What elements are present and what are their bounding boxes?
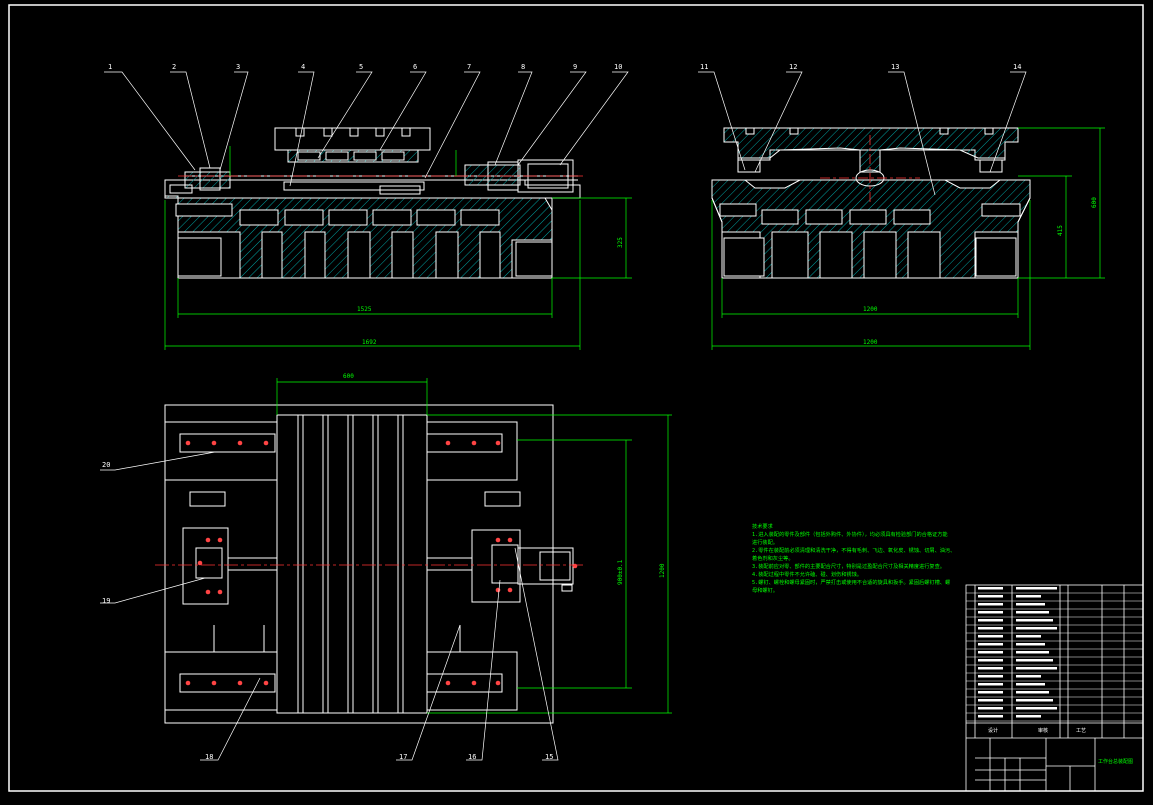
dim-side-height-overall: 600	[1091, 197, 1098, 208]
dim-side-overall-width: 1200	[863, 339, 878, 346]
parts-list-entry	[1016, 619, 1053, 622]
part-label-10: 10	[614, 63, 623, 71]
parts-list-entry	[978, 635, 1003, 638]
dim-side-inner-width: 1200	[863, 306, 878, 313]
part-label-19: 19	[102, 597, 111, 605]
part-label-4: 4	[301, 63, 306, 71]
part-label-8: 8	[521, 63, 526, 71]
dim-side-height-inner: 415	[1057, 225, 1064, 236]
parts-list-entry	[978, 643, 1003, 646]
plan-fasteners	[185, 440, 578, 686]
note-line: 母和螺钉。	[752, 588, 778, 594]
part-label-13: 13	[891, 63, 900, 71]
dim-plan-rail-spacing: 900±0.1	[617, 559, 624, 585]
part-label-12: 12	[789, 63, 798, 71]
parts-list-entry	[1016, 667, 1057, 670]
tb-cell-process: 工艺	[1076, 728, 1087, 734]
parts-list-entry	[978, 627, 1003, 630]
parts-list-entry	[1016, 635, 1041, 638]
parts-list-entry	[1016, 611, 1049, 614]
parts-list-entry	[978, 691, 1003, 694]
parts-list-entry	[978, 611, 1003, 614]
parts-list-entry	[1016, 683, 1045, 686]
part-label-18: 18	[205, 753, 214, 761]
plan-view	[164, 404, 574, 724]
drawing-name: 工作台总装配图	[1098, 759, 1134, 765]
parts-list-entry	[978, 603, 1003, 606]
plan-dimensions	[276, 378, 672, 714]
parts-list-entry	[978, 675, 1003, 678]
side-dimensions	[711, 127, 1105, 350]
parts-list-entry	[978, 651, 1003, 654]
dim-front-height: 325	[617, 237, 624, 248]
sheet-border	[8, 4, 1144, 792]
part-label-15: 15	[545, 753, 554, 761]
parts-list-entry	[978, 619, 1003, 622]
part-label-2: 2	[172, 63, 177, 71]
parts-list-entry	[978, 659, 1003, 662]
note-line: 3.装配前应对零、部件的主要配合尺寸，特别是过盈配合尺寸及相关精度进行复查。	[752, 564, 945, 570]
part-label-7: 7	[467, 63, 472, 71]
part-label-6: 6	[413, 63, 418, 71]
parts-list-entry	[1016, 715, 1041, 718]
parts-list-entry	[1016, 627, 1057, 630]
part-label-9: 9	[573, 63, 578, 71]
parts-list-entry	[978, 699, 1003, 702]
dim-plan-table-width: 600	[343, 373, 354, 380]
parts-list-entry	[1016, 699, 1053, 702]
parts-list-entry	[978, 667, 1003, 670]
parts-list-entry	[978, 707, 1003, 710]
tb-cell-design: 设计	[988, 728, 999, 734]
tb-cell-review: 审核	[1038, 728, 1049, 734]
part-label-16: 16	[468, 753, 477, 761]
leader-lines	[100, 71, 1027, 761]
part-label-17: 17	[399, 753, 408, 761]
parts-list-entry	[1016, 659, 1053, 662]
parts-list-rows	[966, 587, 1143, 722]
dim-front-inner-width: 1525	[357, 306, 372, 313]
parts-list-entry	[978, 587, 1003, 590]
part-label-20: 20	[102, 461, 111, 469]
parts-list-entry	[1016, 675, 1041, 678]
technical-notes: 技术要求 1.进入装配的零件及部件（包括外购件、外协件），均必须具有检验部门的合…	[752, 523, 967, 595]
part-label-1: 1	[108, 63, 113, 71]
part-label-5: 5	[359, 63, 364, 71]
parts-list-entry	[1016, 651, 1049, 654]
parts-list-entry	[978, 595, 1003, 598]
parts-list-entry	[1016, 595, 1041, 598]
dim-plan-total-depth: 1200	[659, 563, 666, 578]
parts-list-entry	[1016, 587, 1057, 590]
notes-heading: 技术要求	[752, 524, 773, 530]
part-label-3: 3	[236, 63, 241, 71]
parts-list-entry	[1016, 707, 1057, 710]
note-line: 着色剂和灰尘等。	[752, 556, 794, 562]
note-line: 2.零件在装配前必须清理和清洗干净，不得有毛刺、飞边、氧化皮、锈蚀、切屑、油污、	[752, 548, 956, 554]
title-block	[965, 584, 1144, 792]
part-label-11: 11	[700, 63, 709, 71]
note-line: 进行装配。	[752, 540, 778, 546]
dim-front-overall-width: 1692	[362, 339, 377, 346]
parts-list-entry	[1016, 643, 1045, 646]
note-line: 5.螺钉、螺栓和螺母紧固时，严禁打击或使用不合适的旋具和扳手。紧固后螺钉槽、螺	[752, 580, 951, 586]
front-dimensions	[164, 146, 632, 350]
front-view	[164, 127, 581, 279]
part-label-14: 14	[1013, 63, 1022, 71]
parts-list-entry	[978, 715, 1003, 718]
side-view	[711, 127, 1031, 279]
note-line: 4.装配过程中零件不允许磕、碰、划伤和锈蚀。	[752, 572, 862, 578]
parts-list-entry	[978, 683, 1003, 686]
parts-list-entry	[1016, 603, 1045, 606]
note-line: 1.进入装配的零件及部件（包括外购件、外协件），均必须具有检验部门的合格证方能	[752, 532, 948, 538]
parts-list-entry	[1016, 691, 1049, 694]
